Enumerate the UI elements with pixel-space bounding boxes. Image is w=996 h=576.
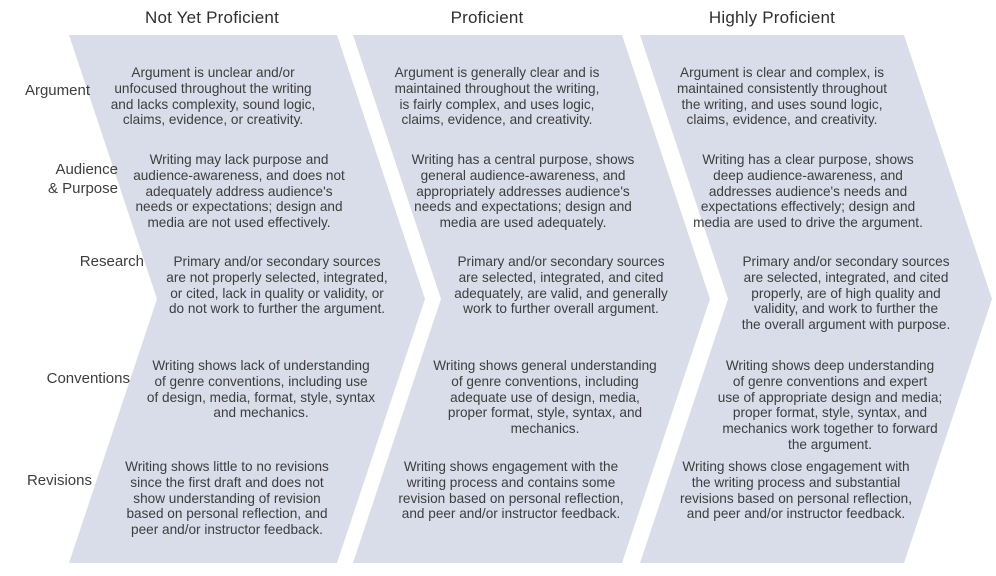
rubric-cell-research-proficient: Primary and/or secondary sources are sel… xyxy=(454,254,668,317)
column-header-highly-proficient: Highly Proficient xyxy=(708,8,836,27)
row-label-research: Research xyxy=(79,253,144,270)
rubric-cell-conventions-not-yet-proficient: Writing shows lack of understanding of g… xyxy=(146,358,376,421)
rubric-cell-research-highly-proficient: Primary and/or secondary sources are sel… xyxy=(741,254,951,333)
rubric-cell-audience-not-yet-proficient: Writing may lack purpose and audience-aw… xyxy=(133,152,345,231)
rubric-cell-revisions-proficient: Writing shows engagement with the writin… xyxy=(398,459,624,522)
row-label-conventions: Conventions xyxy=(46,370,130,387)
row-label-argument: Argument xyxy=(24,82,90,99)
rubric-cell-research-not-yet-proficient: Primary and/or secondary sources are not… xyxy=(166,254,388,317)
column-header-proficient: Proficient xyxy=(450,8,524,27)
rubric-cell-revisions-highly-proficient: Writing shows close engagement with the … xyxy=(680,459,912,522)
row-label-audience-purpose: Audience & Purpose xyxy=(47,161,118,197)
rubric-cell-argument-highly-proficient: Argument is clear and complex, is mainta… xyxy=(676,65,888,128)
rubric-cell-conventions-proficient: Writing shows general understanding of g… xyxy=(433,358,657,437)
chevron-band-proficient xyxy=(353,35,710,563)
chevron-band-highly-proficient xyxy=(640,35,992,563)
rubric-cell-argument-proficient: Argument is generally clear and is maint… xyxy=(394,65,600,128)
row-label-revisions: Revisions xyxy=(26,472,92,489)
rubric-cell-audience-proficient: Writing has a central purpose, shows gen… xyxy=(411,152,635,231)
chevron-band-not-yet-proficient xyxy=(69,35,425,563)
rubric-cell-audience-highly-proficient: Writing has a clear purpose, shows deep … xyxy=(693,152,923,231)
column-header-not-yet-proficient: Not Yet Proficient xyxy=(144,8,279,27)
rubric-cell-argument-not-yet-proficient: Argument is unclear and/or unfocused thr… xyxy=(110,65,316,128)
rubric-cell-revisions-not-yet-proficient: Writing shows little to no revisions sin… xyxy=(125,459,329,538)
rubric-cell-conventions-highly-proficient: Writing shows deep understanding of genr… xyxy=(717,358,943,452)
